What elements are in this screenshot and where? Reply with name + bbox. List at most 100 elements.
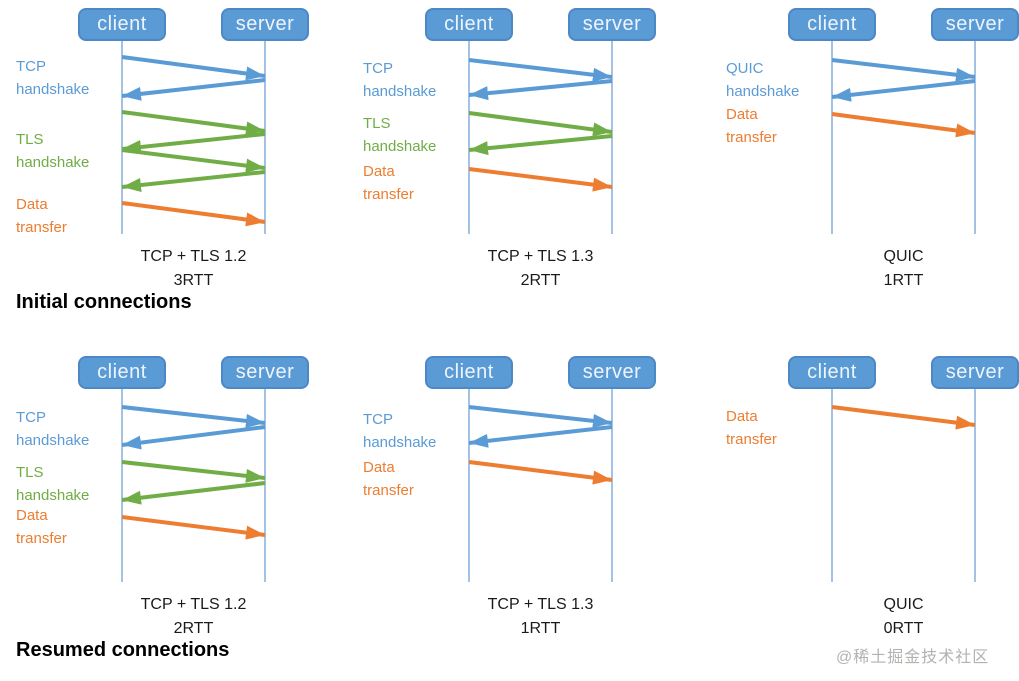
flow-label-blue: TCP handshake xyxy=(16,406,89,452)
panel-caption: QUIC 0RTT xyxy=(803,593,1004,641)
message-arrow-blue xyxy=(831,79,976,102)
flow-label-green: TLS handshake xyxy=(363,112,436,158)
flow-label-orange: Data transfer xyxy=(726,103,777,149)
message-arrow-blue xyxy=(468,79,613,101)
flow-label-line: TCP xyxy=(16,58,46,75)
flow-label-line: transfer xyxy=(16,219,67,236)
message-arrow-blue xyxy=(121,405,266,428)
panel-caption-rtt: 1RTT xyxy=(520,620,561,637)
watermark: @稀土掘金技术社区 xyxy=(836,649,990,666)
message-arrow-blue xyxy=(831,58,976,82)
message-arrow-blue xyxy=(468,58,613,82)
flow-label-line: handshake xyxy=(16,81,90,98)
flow-label-line: Data xyxy=(363,459,395,476)
message-arrow-blue xyxy=(468,405,613,428)
message-arrow-green xyxy=(468,134,613,156)
panel-caption: TCP + TLS 1.2 3RTT xyxy=(93,245,294,293)
flow-label-line: Data xyxy=(726,408,758,425)
message-arrow-orange xyxy=(121,515,266,540)
flow-label-line: handshake xyxy=(726,83,800,100)
section-label: Resumed connections xyxy=(16,639,230,661)
message-arrow-blue xyxy=(121,425,266,450)
flow-label-blue: TCP handshake xyxy=(363,408,436,454)
panel-caption-rtt: 1RTT xyxy=(883,272,924,289)
message-arrow-orange xyxy=(468,167,613,192)
message-arrow-green xyxy=(121,460,266,483)
flow-label-line: handshake xyxy=(363,138,437,155)
flow-label-orange: Data transfer xyxy=(726,405,777,451)
message-arrow-green xyxy=(121,110,266,136)
server-box: server xyxy=(568,8,656,41)
flow-label-blue: TCP handshake xyxy=(16,55,89,101)
server-box: server xyxy=(221,8,309,41)
flow-label-line: TCP xyxy=(363,411,393,428)
panel-caption-rtt: 2RTT xyxy=(173,620,214,637)
client-box: client xyxy=(788,8,876,41)
panel-caption: TCP + TLS 1.2 2RTT xyxy=(93,593,294,641)
message-arrow-blue xyxy=(121,55,266,81)
message-arrow-green xyxy=(468,111,613,137)
message-arrow-green xyxy=(121,170,266,192)
panel-caption: QUIC 1RTT xyxy=(803,245,1004,293)
message-arrow-orange xyxy=(121,201,266,227)
server-box: server xyxy=(931,8,1019,41)
server-box: server xyxy=(568,356,656,389)
flow-label-orange: Data transfer xyxy=(16,504,67,550)
flow-label-line: QUIC xyxy=(726,60,764,77)
message-arrow-green xyxy=(121,148,266,173)
message-arrow-blue xyxy=(121,78,266,101)
flow-label-orange: Data transfer xyxy=(16,193,67,239)
flow-label-line: transfer xyxy=(363,482,414,499)
flow-label-line: transfer xyxy=(16,530,67,547)
message-arrow-blue xyxy=(468,425,613,448)
message-arrow-orange xyxy=(831,405,976,430)
flow-label-line: Data xyxy=(726,106,758,123)
panel-caption-rtt: 3RTT xyxy=(173,272,214,289)
panel-caption-protocol: QUIC xyxy=(883,248,924,265)
flow-label-line: handshake xyxy=(16,432,90,449)
flow-label-line: TCP xyxy=(16,409,46,426)
flow-label-line: Data xyxy=(363,163,395,180)
message-arrow-orange xyxy=(831,112,976,138)
panel-caption-protocol: QUIC xyxy=(883,596,924,613)
flow-label-line: Data xyxy=(16,196,48,213)
flow-label-line: TLS xyxy=(363,115,391,132)
flow-label-blue: QUIC handshake xyxy=(726,57,799,103)
panel-caption-protocol: TCP + TLS 1.2 xyxy=(140,248,247,265)
client-box: client xyxy=(788,356,876,389)
message-arrow-orange xyxy=(468,460,613,485)
flow-label-line: transfer xyxy=(726,431,777,448)
panel-caption-protocol: TCP + TLS 1.2 xyxy=(140,596,247,613)
flow-label-orange: Data transfer xyxy=(363,456,414,502)
panel-caption-protocol: TCP + TLS 1.3 xyxy=(487,248,594,265)
server-box: server xyxy=(221,356,309,389)
message-arrow-green xyxy=(121,132,266,154)
panel-caption-rtt: 0RTT xyxy=(883,620,924,637)
server-box: server xyxy=(931,356,1019,389)
flow-label-line: handshake xyxy=(363,434,437,451)
client-box: client xyxy=(78,8,166,41)
flow-label-line: TLS xyxy=(16,464,44,481)
flow-label-line: TLS xyxy=(16,131,44,148)
client-box: client xyxy=(78,356,166,389)
flow-label-line: transfer xyxy=(726,129,777,146)
section-label: Initial connections xyxy=(16,291,192,313)
client-box: client xyxy=(425,356,513,389)
flow-label-line: handshake xyxy=(363,83,437,100)
client-box: client xyxy=(425,8,513,41)
flow-label-line: Data xyxy=(16,507,48,524)
